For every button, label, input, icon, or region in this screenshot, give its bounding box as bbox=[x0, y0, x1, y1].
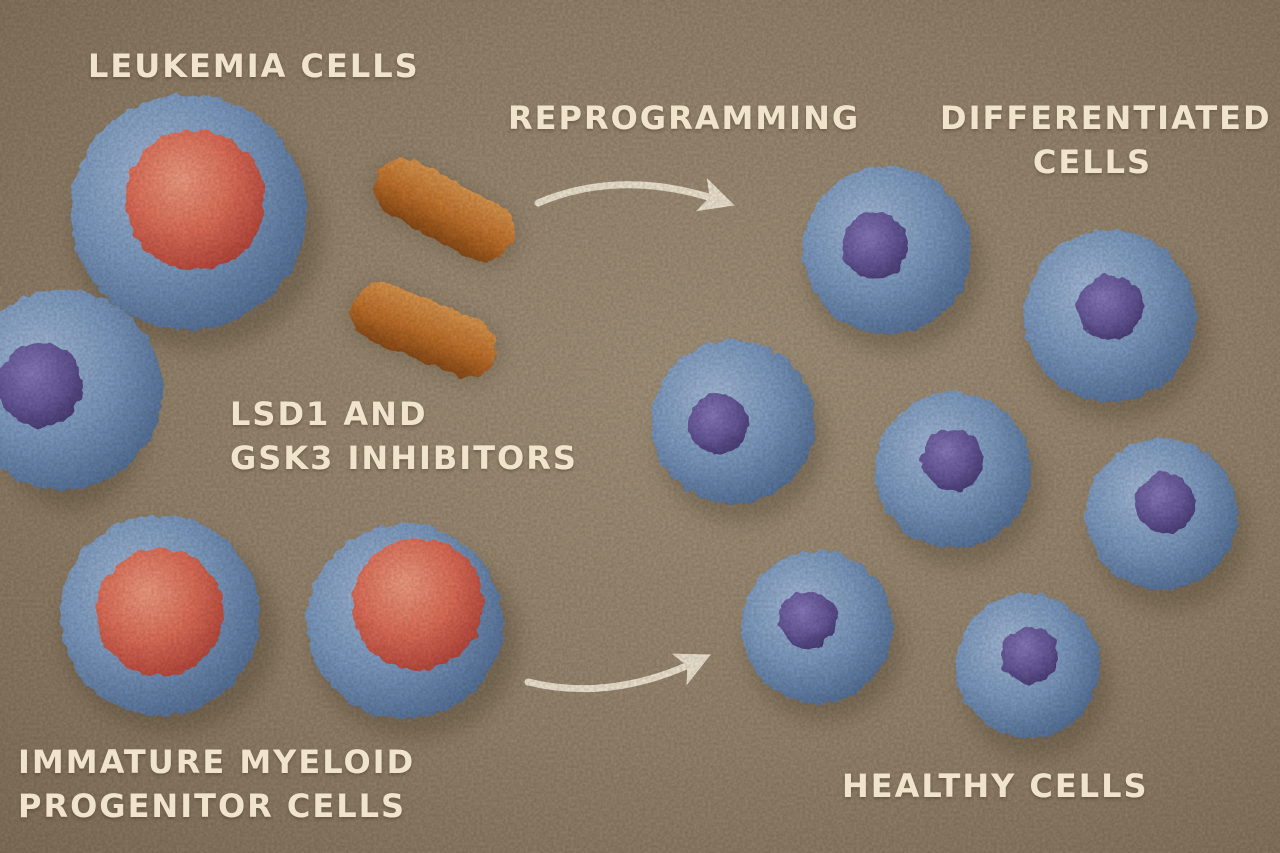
inhibitors-label-line2: GSK3 INHIBITORS bbox=[230, 439, 578, 477]
healthy-cells-label: HEALTHY CELLS bbox=[842, 767, 1149, 805]
immature-label-line2: PROGENITOR CELLS bbox=[18, 787, 407, 825]
immature-progenitor-label: IMMATURE MYELOID PROGENITOR CELLS bbox=[18, 740, 415, 828]
reprogramming-label: REPROGRAMMING bbox=[508, 99, 861, 137]
immature-label-line1: IMMATURE MYELOID bbox=[18, 743, 416, 781]
leukemia-cells-label: LEUKEMIA CELLS bbox=[88, 47, 420, 85]
inhibitors-label-line1: LSD1 AND bbox=[230, 395, 428, 433]
inhibitors-label: LSD1 AND GSK3 INHIBITORS bbox=[230, 392, 578, 480]
differentiated-label-line1: DIFFERENTIATED bbox=[940, 99, 1272, 137]
differentiated-label-line2: CELLS bbox=[1032, 143, 1153, 181]
differentiated-cells-label: DIFFERENTIATED CELLS bbox=[940, 96, 1272, 184]
